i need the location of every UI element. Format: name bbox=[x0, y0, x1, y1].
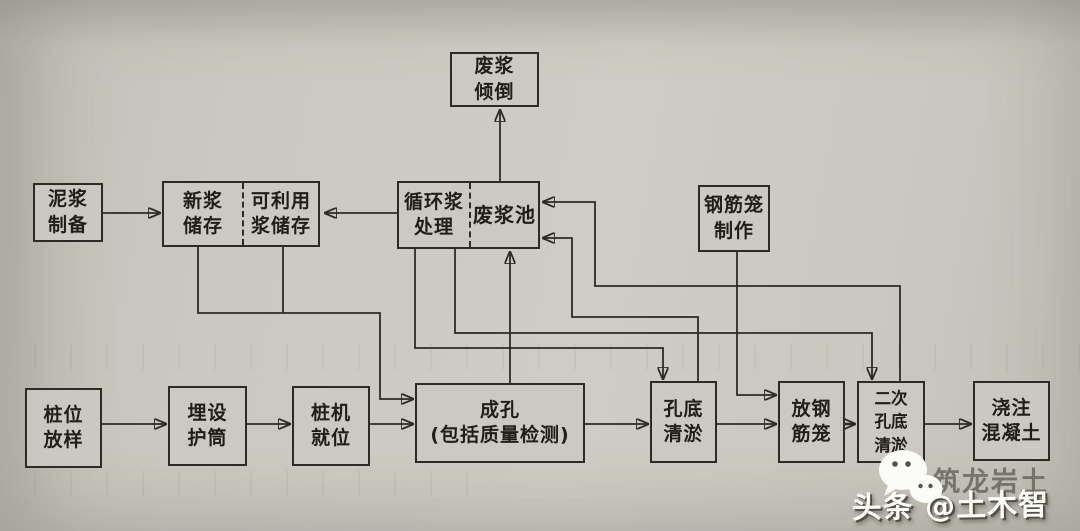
flowchart-box-mud-preparation: 泥浆 制备 bbox=[33, 183, 103, 242]
connector-slurry-storage-to-drilling bbox=[197, 247, 413, 399]
flowchart-box-hole-bottom-cleaning-2: 二次 孔底 清淤 bbox=[857, 381, 925, 463]
flowchart-box-rig-in-position: 桩机 就位 bbox=[292, 386, 370, 466]
connector-cage-fab-to-place-cage bbox=[736, 252, 776, 395]
flowchart-box-waste-slurry-pool: 废浆池 bbox=[469, 183, 538, 247]
wechat-chat-bubbles-icon bbox=[876, 448, 946, 512]
connector-hole-clean-1-to-waste-pool bbox=[543, 238, 699, 381]
flowchart-box-waste-slurry-dump: 废浆 倾倒 bbox=[450, 52, 539, 107]
box-label-pour-concrete: 浇注 混凝土 bbox=[981, 396, 1042, 444]
flowchart-box-new-slurry-storage: 新浆 储存 bbox=[164, 183, 242, 245]
flowchart-box-slurry-recycle-group: 循环浆 处理 废浆池 bbox=[397, 181, 540, 249]
box-label-pile-layout: 桩位 放样 bbox=[43, 403, 84, 451]
flowchart-box-circulating-slurry-treatment: 循环浆 处理 bbox=[399, 183, 469, 247]
flowchart-box-pour-concrete: 浇注 混凝土 bbox=[973, 381, 1050, 461]
box-label-place-cage: 放钢 筋笼 bbox=[791, 397, 832, 445]
watermark-byline-text: 头条 @土木智库 bbox=[851, 487, 1050, 526]
flowchart-box-embed-casing: 埋设 护筒 bbox=[168, 386, 247, 466]
flowchart-box-pile-position-layout: 桩位 放样 bbox=[25, 388, 102, 468]
box-label-casing: 埋设 护筒 bbox=[187, 401, 228, 449]
box-label-rig-position: 桩机 就位 bbox=[310, 401, 351, 449]
flowchart-box-reusable-slurry-storage: 可利用 浆储存 bbox=[242, 183, 318, 245]
watermark-brand-text: 筑龙岩土 bbox=[933, 467, 1049, 498]
box-label-new-slurry: 新浆 储存 bbox=[182, 189, 223, 237]
flowchart-box-slurry-storage-group: 新浆 储存 可利用 浆储存 bbox=[162, 181, 320, 247]
box-label-waste-dump: 废浆 倾倒 bbox=[474, 55, 515, 103]
flowchart-box-hole-forming: 成孔 (包括质量检测) bbox=[415, 383, 585, 463]
box-label-reusable-slurry: 可利用 浆储存 bbox=[250, 189, 311, 237]
flowchart-box-place-rebar-cage: 放钢 筋笼 bbox=[778, 381, 845, 463]
box-label-mud-prep: 泥浆 制备 bbox=[47, 188, 88, 236]
box-label-drilling: 成孔 (包括质量检测) bbox=[430, 398, 570, 446]
connector-recycle-treat-to-hole-clean-1 bbox=[414, 249, 663, 379]
box-label-waste-pool: 废浆池 bbox=[473, 202, 536, 227]
box-label-bottom-clean-2: 二次 孔底 清淤 bbox=[874, 389, 908, 455]
box-label-cage-fab: 钢筋笼 制作 bbox=[703, 194, 764, 242]
box-label-bottom-clean-1: 孔底 清淤 bbox=[663, 397, 704, 445]
flowchart-box-hole-bottom-cleaning-1: 孔底 清淤 bbox=[650, 381, 717, 463]
connector-hole-clean-2-to-waste-pool bbox=[543, 202, 901, 381]
box-label-recycle-treat: 循环浆 处理 bbox=[403, 190, 464, 238]
connector-recycle-treat-to-hole-clean-2 bbox=[454, 249, 872, 379]
flowchart-box-rebar-cage-fabrication: 钢筋笼 制作 bbox=[698, 185, 770, 252]
